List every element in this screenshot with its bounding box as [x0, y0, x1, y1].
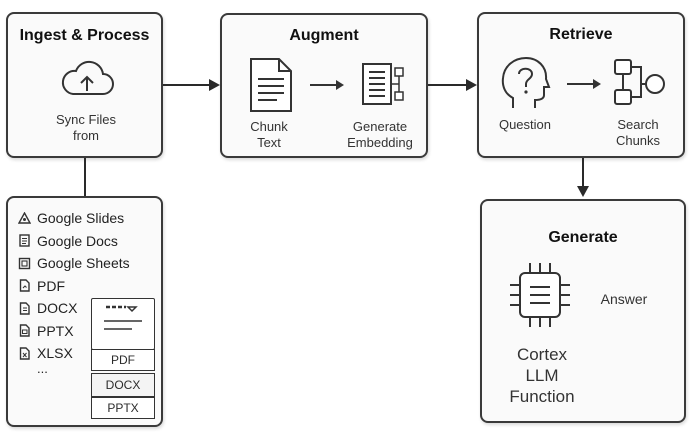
connector-ingest-to-augment	[163, 84, 211, 86]
question-label: Question	[498, 117, 552, 132]
retrieve-title: Retrieve	[549, 26, 613, 43]
sheets-icon	[18, 257, 31, 269]
generate-title: Generate	[548, 229, 618, 246]
chip-icon	[510, 263, 570, 327]
slides-icon	[18, 211, 31, 224]
stack-card-pptx-label: PPTX	[107, 401, 139, 415]
retrieve-box: Retrieve Question Search Chunks	[477, 12, 685, 158]
source-xlsx: XLSX	[37, 345, 73, 362]
cortex-llm-label: Cortex LLM Function	[509, 345, 575, 406]
arrowhead-augment	[209, 79, 220, 91]
cloud-upload-icon	[61, 60, 114, 95]
file-icon	[19, 347, 30, 360]
stack-card-pptx: PPTX	[91, 397, 155, 419]
document-icon	[250, 58, 292, 112]
stack-document-card	[91, 298, 155, 350]
source-list: Google Slides Google Docs Google Sheets …	[18, 207, 130, 379]
source-pdf: PDF	[37, 277, 65, 294]
stack-card-docx: DOCX	[91, 373, 155, 397]
source-google-docs: Google Docs	[37, 232, 118, 249]
source-google-sheets: Google Sheets	[37, 255, 130, 272]
ingest-title: Ingest & Process	[19, 27, 150, 44]
list-item: Google Docs	[18, 230, 130, 253]
stack-card-pdf: PDF	[91, 349, 155, 371]
arrow-right-icon	[567, 79, 601, 89]
list-item: ...	[18, 360, 130, 379]
stack-card-pdf-label: PDF	[111, 353, 135, 367]
source-pptx: PPTX	[37, 322, 74, 339]
ingest-process-box: Ingest & Process Sync Files from	[6, 12, 163, 158]
document-lines-icon	[104, 305, 142, 330]
file-icon	[19, 302, 30, 315]
answer-label: Answer	[600, 291, 648, 307]
sync-files-label: Sync Files from	[56, 112, 116, 143]
file-icon	[19, 279, 30, 292]
flowchart-icon	[614, 59, 665, 105]
list-item: DOCX	[18, 297, 130, 320]
source-google-slides: Google Slides	[37, 210, 125, 227]
file-icon	[19, 324, 30, 337]
arrow-right-icon	[310, 80, 344, 90]
stack-card-docx-label: DOCX	[105, 378, 141, 392]
chunk-text-label: Chunk Text	[250, 119, 288, 150]
list-item: XLSX	[18, 342, 130, 365]
augment-box: Augment Chunk Text Generate Embedding	[220, 13, 428, 158]
generate-embedding-label: Generate Embedding	[347, 119, 413, 150]
generate-box: Generate Answer Cortex LLM Function	[480, 199, 686, 423]
connector-retrieve-to-generate	[582, 158, 584, 188]
head-question-icon	[501, 56, 551, 108]
list-item: Google Slides	[18, 207, 130, 230]
list-item: PPTX	[18, 320, 130, 343]
arrowhead-retrieve	[466, 79, 477, 91]
list-item: PDF	[18, 275, 130, 298]
arrowhead-generate	[577, 186, 589, 197]
source-more: ...	[37, 360, 48, 376]
connector-augment-to-retrieve	[428, 84, 468, 86]
search-chunks-label: Search Chunks	[615, 117, 661, 148]
embedding-icon	[362, 63, 404, 105]
docs-icon	[19, 234, 30, 247]
connector-ingest-to-sources	[84, 158, 86, 196]
augment-title: Augment	[289, 27, 359, 44]
source-docx: DOCX	[37, 300, 78, 317]
list-item: Google Sheets	[18, 252, 130, 275]
